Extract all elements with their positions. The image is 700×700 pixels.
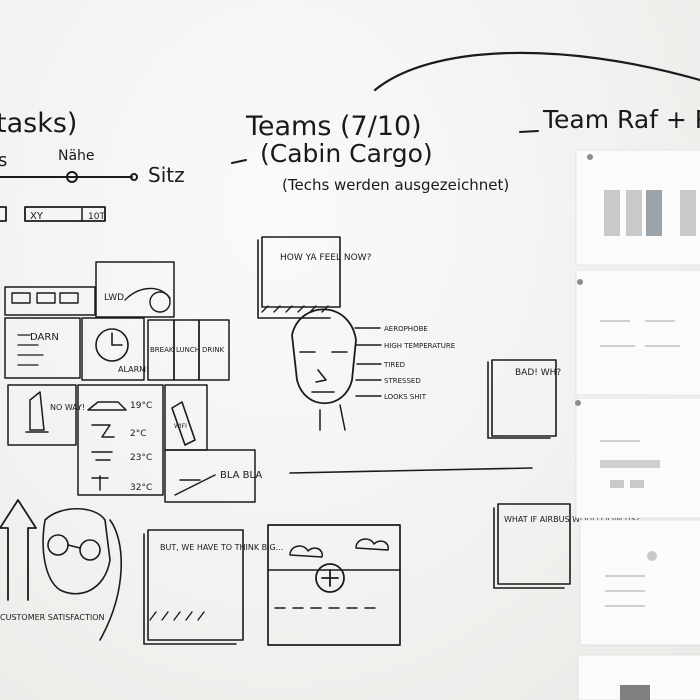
face-label-2: HIGH TEMPERATURE — [384, 342, 455, 350]
dash — [519, 130, 539, 133]
slider-knob — [66, 171, 78, 183]
grid-bla: BLA BLA — [220, 470, 262, 481]
how-text: HOW YA FEEL NOW? — [280, 253, 372, 263]
speech-box-what-if: WHAT IF AIRBUS WOULD JOIN US? — [493, 503, 640, 589]
grid-no-way: NO WAY! — [50, 403, 85, 412]
arc-line — [373, 51, 700, 92]
heading-team-raf: Team Raf + R — [542, 105, 700, 134]
sketch-grid: LWD DARN ALARM! BREAK LUNCH DRINK NO WAY… — [4, 261, 262, 503]
grid-card-2: LUNCH — [176, 346, 200, 354]
face-label-4: STRESSED — [384, 377, 421, 385]
face-label-5: LOOKS SHIT — [384, 393, 427, 401]
slider-label-right: Sitz — [148, 163, 185, 187]
face-sketch-bald — [291, 308, 357, 431]
grid-darn: DARN — [30, 332, 59, 343]
grid-temp-4: 32°C — [130, 483, 152, 493]
slider-end — [130, 173, 138, 181]
grid-card-3: DRINK — [202, 346, 225, 354]
face-annotation-list: AEROPHOBE HIGH TEMPERATURE TIRED STRESSE… — [354, 325, 455, 401]
slider-box-text-right: 10T — [88, 212, 105, 222]
slider-box — [24, 206, 106, 222]
divider-line — [289, 467, 533, 474]
grid-temp-3: 23°C — [130, 453, 152, 463]
grid-temp-1: 19°C — [130, 401, 152, 411]
slider-box-left-edge — [0, 206, 7, 222]
speech-box-how: HOW YA FEEL NOW? — [257, 236, 372, 319]
teams-sub1: (Cabin Cargo) — [260, 139, 433, 168]
grid-alarm: ALARM! — [118, 365, 149, 374]
but-text: BUT, WE HAVE TO THINK BIG... — [160, 543, 283, 552]
dash — [231, 159, 247, 164]
grid-lwd: LWD — [104, 293, 124, 303]
face-sketch-glasses — [42, 508, 122, 641]
speech-box-but: BUT, WE HAVE TO THINK BIG... — [143, 529, 283, 645]
face-label-3: TIRED — [383, 361, 405, 369]
pinned-papers — [575, 149, 700, 700]
heading-teams: Teams (7/10) — [245, 111, 422, 142]
slider-label-mid: Nähe — [58, 148, 95, 164]
up-arrow — [0, 499, 37, 601]
grid-wifi: WIFI — [174, 423, 187, 430]
speech-box-bad: BAD! WH? — [487, 359, 561, 439]
customer-label: CUSTOMER SATISFACTION — [0, 613, 104, 622]
heading-tasks: tasks) — [0, 108, 77, 139]
what-if-text: WHAT IF AIRBUS WOULD JOIN US? — [504, 515, 640, 524]
slider-box-text: XY — [30, 211, 44, 222]
face-label-1: AEROPHOBE — [384, 325, 428, 333]
grid-card-1: BREAK — [150, 346, 174, 354]
grid-temp-2: 2°C — [130, 429, 147, 439]
slider-label-left: s — [0, 150, 7, 171]
teams-sub2: (Techs werden ausgezeichnet) — [282, 176, 509, 194]
bad-text: BAD! WH? — [515, 368, 561, 378]
screen-sketch-add — [267, 524, 401, 646]
